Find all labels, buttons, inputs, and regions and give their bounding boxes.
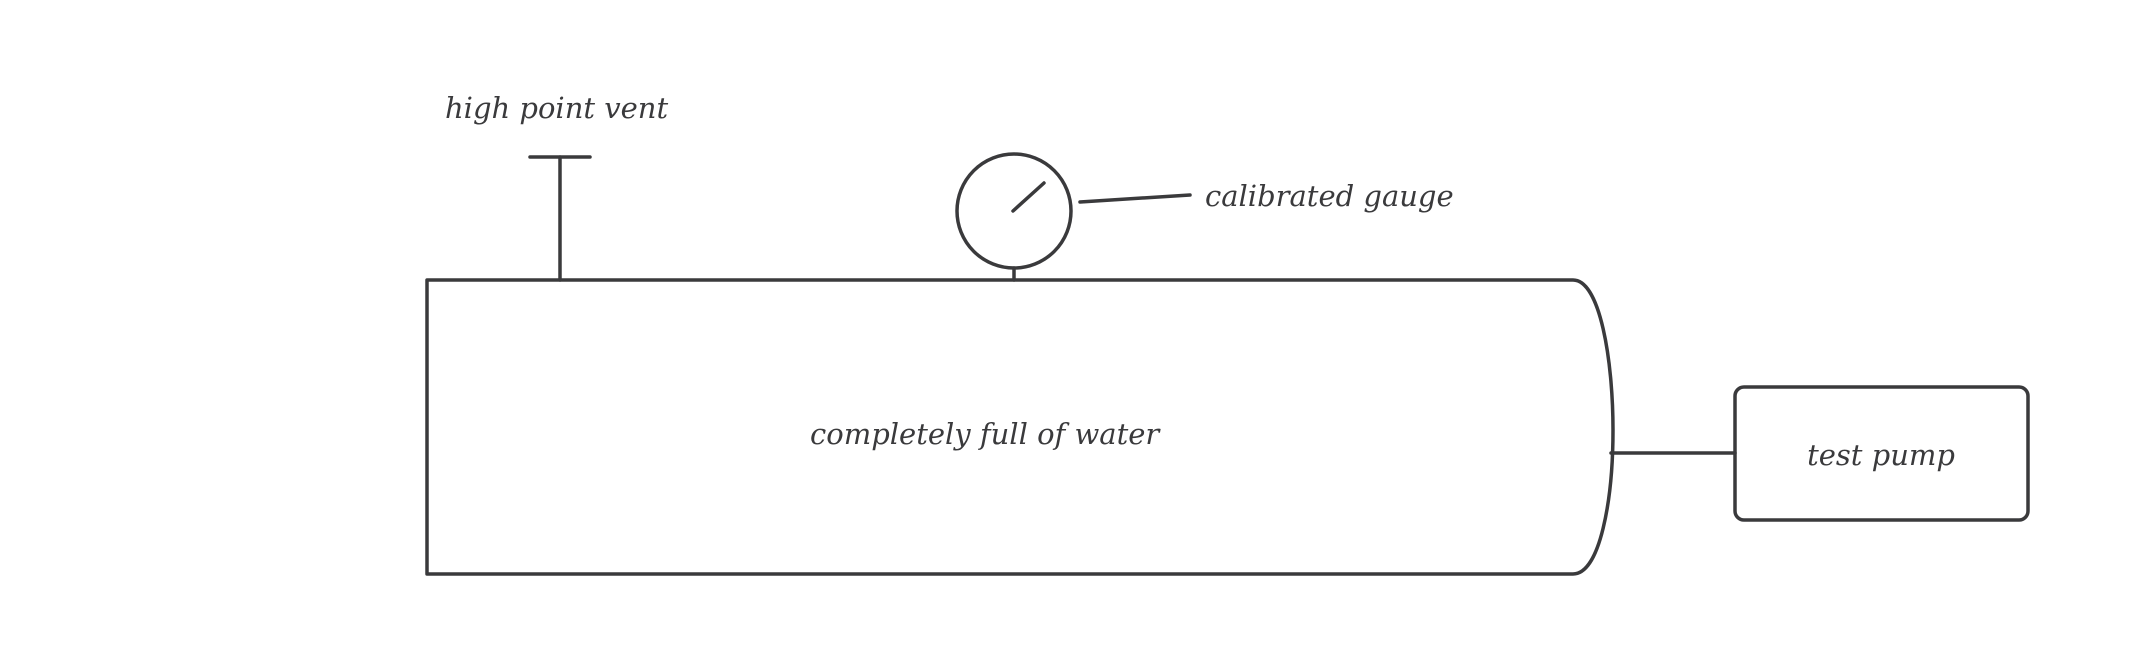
test-pump-box (1733, 385, 2030, 522)
gauge-leader-line (1078, 193, 1192, 204)
gauge-label: calibrated gauge (1205, 179, 1454, 213)
vent-label: high point vent (445, 91, 668, 125)
vent-valve-icon (528, 155, 592, 282)
pump-label: test pump (1807, 438, 1955, 472)
pressure-gauge-icon (955, 152, 1073, 282)
vessel (425, 278, 1615, 576)
vessel-label: completely full of water (810, 417, 1161, 451)
